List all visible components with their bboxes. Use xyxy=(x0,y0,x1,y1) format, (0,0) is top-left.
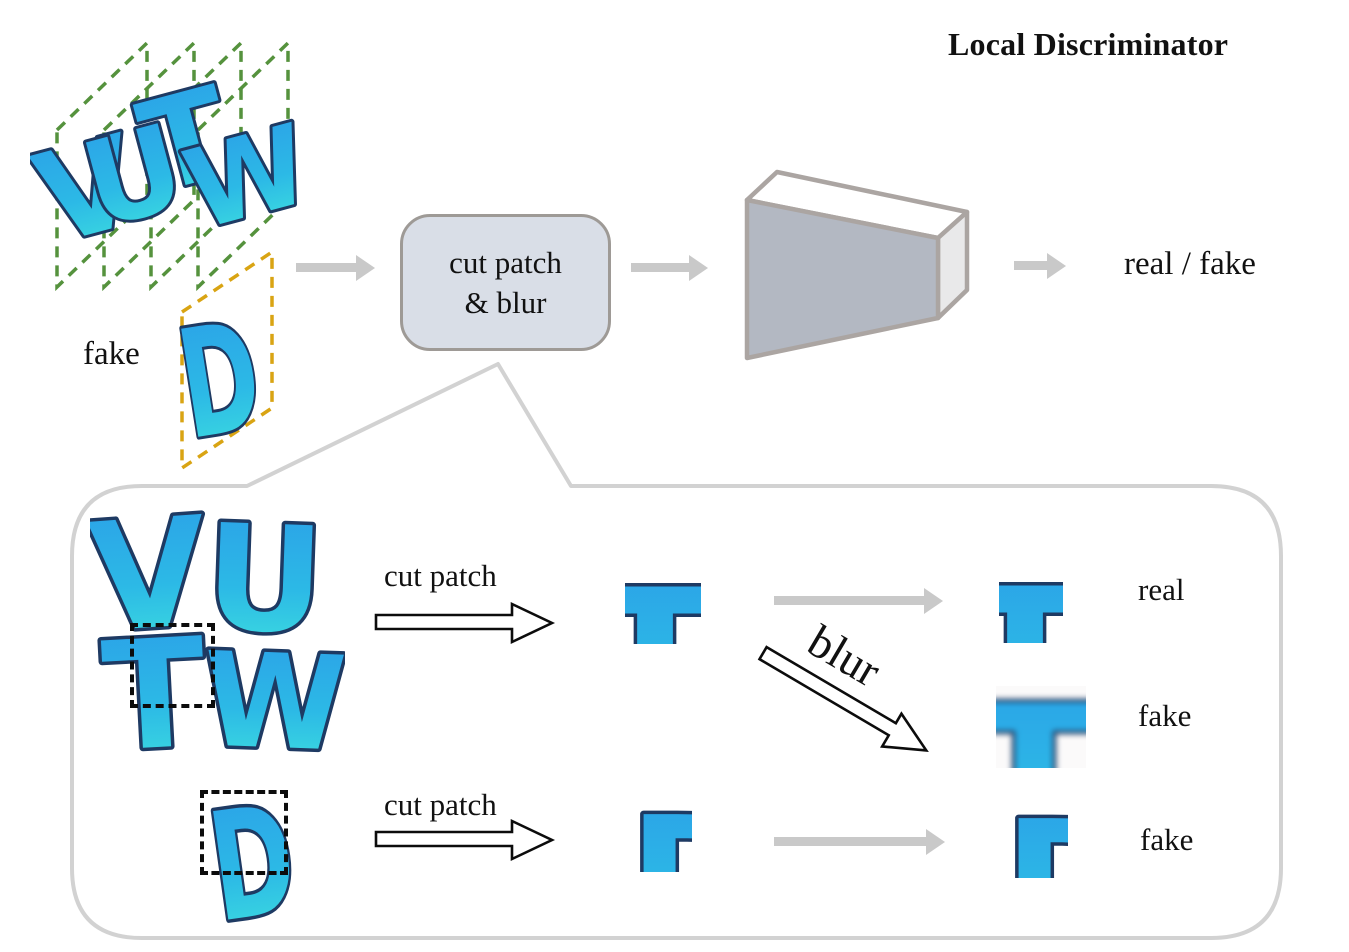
real-plane-frame xyxy=(55,38,149,292)
patch-t-glyph: T xyxy=(999,577,1063,643)
block-arrow-icon xyxy=(374,601,556,645)
patch-t-blurred-fake: T xyxy=(996,686,1086,768)
crop-box-d xyxy=(200,790,288,875)
patch-d-glyph: D xyxy=(1013,812,1068,878)
bubble-fake-glyph: D xyxy=(197,790,308,930)
stack-letter-d-fake: D xyxy=(168,289,272,473)
bubble-letter-t: T xyxy=(99,607,210,770)
arrow-right-icon xyxy=(774,596,924,605)
patch-d-glyph: D xyxy=(638,810,692,872)
fake-plane-label: fake xyxy=(83,336,140,372)
patch-t-glyph: T xyxy=(625,578,701,644)
glyph-plane-stack: V U T W D xyxy=(30,38,325,476)
crop-box-t xyxy=(130,623,215,708)
patch-d-cut: D xyxy=(638,810,692,872)
output-label: real / fake xyxy=(1124,246,1256,282)
real-label: real xyxy=(1138,572,1185,607)
bubble-glyph-group: V U T W xyxy=(90,495,345,770)
patch-d-fake: D xyxy=(1013,812,1068,878)
cut-patch-label-d: cut patch xyxy=(384,787,497,822)
process-box-line2: & blur xyxy=(464,284,547,320)
process-box-line1: cut patch xyxy=(449,244,562,280)
patch-t-cut: T xyxy=(625,578,701,644)
patch-t-glyph: T xyxy=(996,686,1086,768)
cut-patch-blur-box: cut patch & blur xyxy=(400,214,611,351)
arrow-right-icon xyxy=(631,263,689,272)
fake-label-d: fake xyxy=(1140,822,1194,857)
arrow-right-icon xyxy=(1014,261,1047,270)
block-arrow-icon xyxy=(374,818,556,862)
discriminator-network-icon xyxy=(744,169,970,361)
bubble-letter-v: V xyxy=(90,495,212,667)
arrow-right-icon xyxy=(296,263,356,272)
real-plane-frame xyxy=(149,38,243,292)
figure-title: Local Discriminator xyxy=(948,26,1229,62)
fake-label-blurred: fake xyxy=(1138,698,1192,733)
real-plane-frame xyxy=(102,38,196,292)
bubble-letter-w: W xyxy=(200,624,345,770)
real-plane-frame xyxy=(196,38,290,292)
blur-arrow-icon xyxy=(757,645,929,752)
fake-plane-frame xyxy=(180,248,274,472)
arrow-right-icon xyxy=(774,837,926,846)
patch-t-real: T xyxy=(999,577,1063,643)
bubble-letter-u: U xyxy=(203,495,327,667)
cut-patch-label-t: cut patch xyxy=(384,558,497,593)
